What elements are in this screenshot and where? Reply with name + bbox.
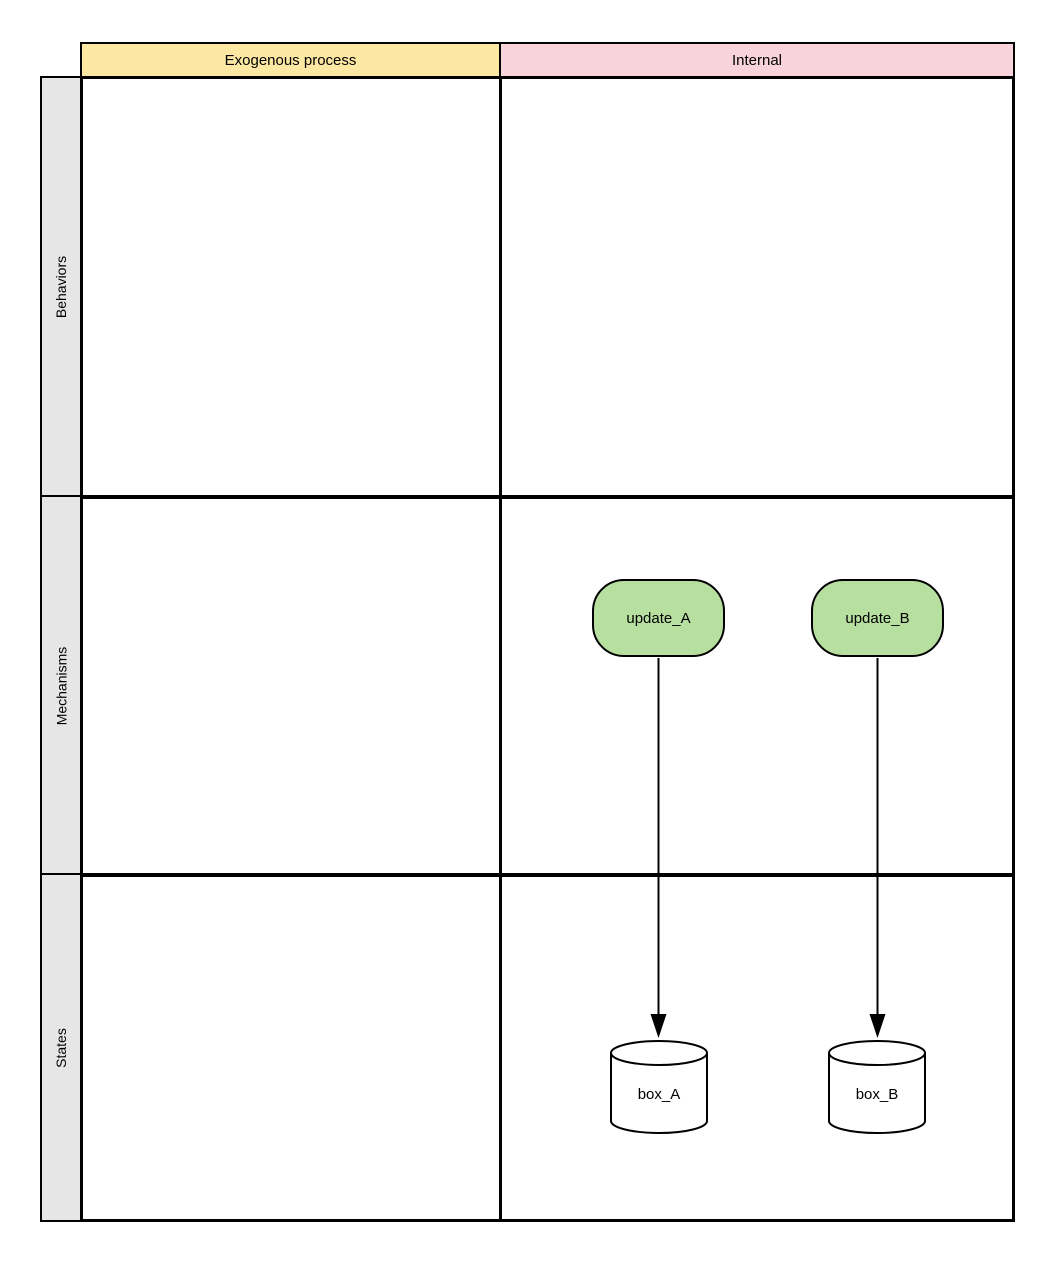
grid-row-divider-behaviors-mechanisms	[80, 495, 1015, 499]
row-header-behaviors-label: Behaviors	[53, 255, 70, 318]
row-header-states: States	[40, 873, 82, 1222]
node-update-b[interactable]: update_B	[811, 579, 944, 657]
grid-column-divider	[499, 76, 502, 1222]
row-header-states-label: States	[53, 1027, 70, 1068]
grid-frame	[80, 76, 1015, 1222]
column-header-internal: Internal	[499, 42, 1015, 78]
cylinder-shape-icon	[828, 1040, 926, 1134]
row-header-mechanisms-label: Mechanisms	[53, 646, 69, 726]
node-update-a-label: update_A	[626, 609, 691, 627]
node-box-a-label: box_A	[637, 1085, 681, 1103]
column-header-exogenous-process: Exogenous process	[80, 42, 501, 78]
column-header-internal-label: Internal	[731, 51, 783, 69]
column-header-exogenous-process-label: Exogenous process	[224, 51, 357, 69]
cylinder-shape-icon	[610, 1040, 708, 1134]
node-box-a[interactable]: box_A	[610, 1040, 708, 1134]
row-header-mechanisms: Mechanisms	[40, 495, 82, 877]
grid-row-divider-mechanisms-states	[80, 873, 1015, 877]
node-box-b-label: box_B	[855, 1085, 899, 1103]
node-box-b[interactable]: box_B	[828, 1040, 926, 1134]
node-update-b-label: update_B	[845, 609, 910, 627]
row-header-behaviors: Behaviors	[40, 76, 82, 497]
node-update-a[interactable]: update_A	[592, 579, 725, 657]
